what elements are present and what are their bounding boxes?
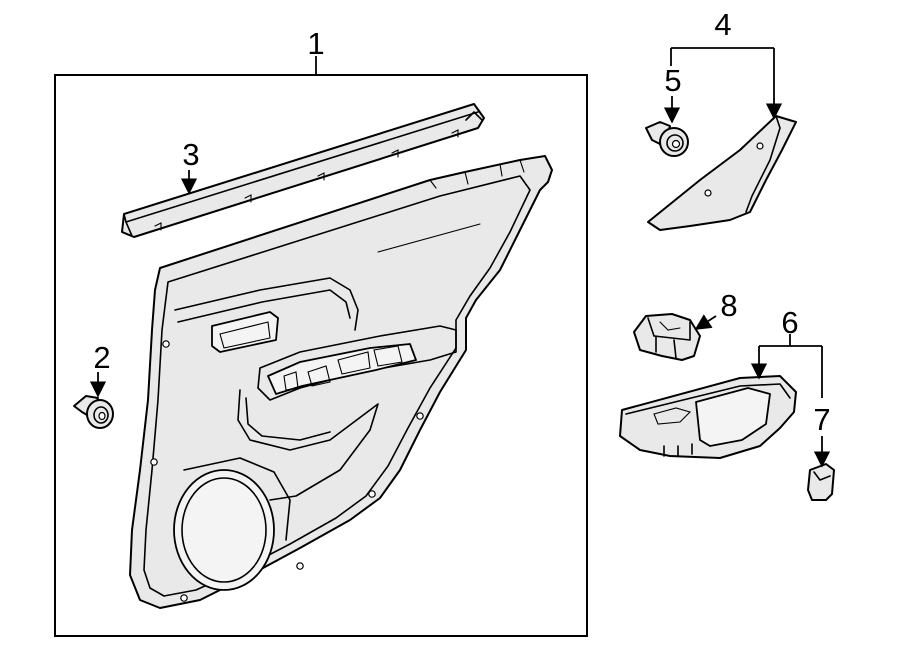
- callout-3: 3: [182, 137, 199, 172]
- door-garnish: [647, 115, 797, 231]
- callout-8: 8: [720, 288, 737, 323]
- trim-clip: [73, 395, 114, 429]
- callout-2: 2: [93, 340, 110, 375]
- callout-4: 4: [714, 7, 731, 42]
- speaker-grille: [173, 469, 275, 591]
- belt-moulding: [121, 103, 485, 238]
- callout-1: 1: [307, 26, 324, 61]
- callout-8-leader: [694, 314, 717, 330]
- door-trim-panel: [129, 155, 553, 609]
- assembly-frame: [54, 74, 588, 637]
- callout-7: 7: [813, 402, 830, 437]
- window-switch: [633, 313, 701, 361]
- switch-bezel: [619, 375, 797, 459]
- bezel-bracket: [807, 463, 835, 501]
- callout-5: 5: [664, 63, 681, 98]
- callout-6: 6: [781, 305, 798, 340]
- garnish-clip: [645, 121, 689, 157]
